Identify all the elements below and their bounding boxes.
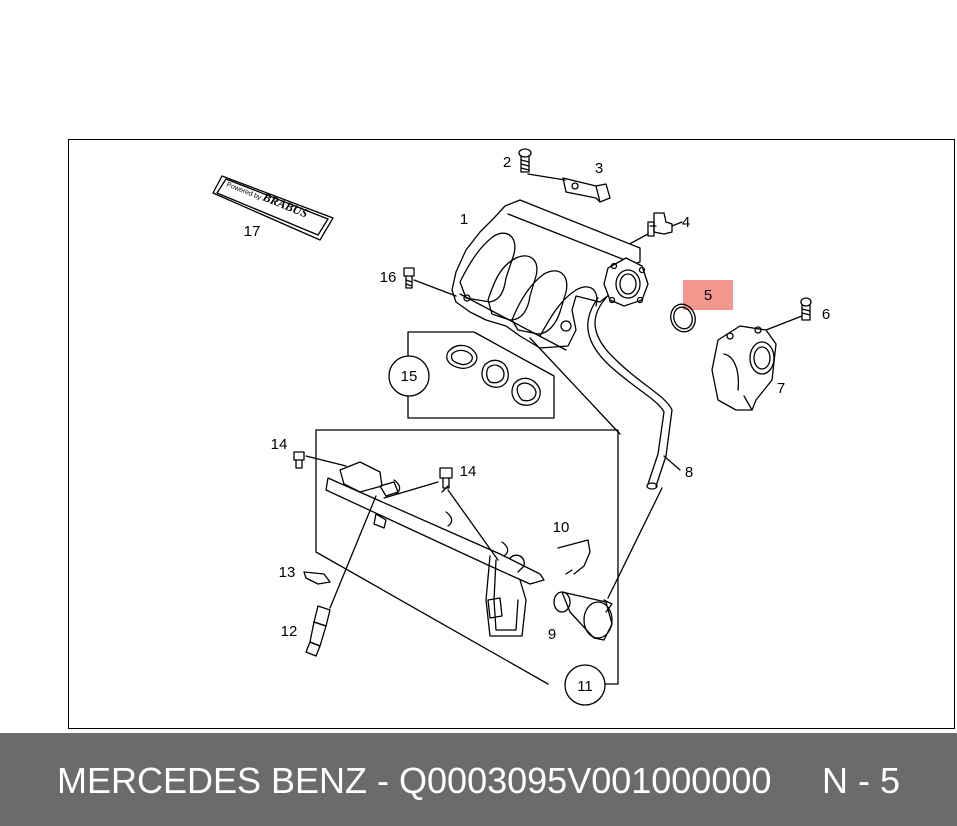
callout-6[interactable]: 6 bbox=[822, 306, 830, 323]
callout-11-circle bbox=[564, 664, 606, 706]
callout-10[interactable]: 10 bbox=[553, 519, 570, 536]
part-8-vacuum-hose bbox=[587, 297, 681, 490]
parts-diagram: Powered by BRABUS 2 3 1 4 17 16 5 6 15 7… bbox=[212, 148, 830, 706]
part-7-throttle-body bbox=[711, 325, 777, 411]
callout-1[interactable]: 1 bbox=[460, 211, 468, 228]
highlighted-part-marker bbox=[683, 280, 733, 310]
part-3-bracket bbox=[562, 177, 611, 203]
part-14-screw-b bbox=[439, 467, 453, 489]
callout-2[interactable]: 2 bbox=[503, 154, 511, 171]
part-16-bolt bbox=[403, 267, 415, 289]
callout-8[interactable]: 8 bbox=[685, 464, 693, 481]
callout-15-circle bbox=[388, 355, 430, 397]
part-1-intake-manifold bbox=[451, 199, 649, 351]
part-2-screw bbox=[518, 148, 532, 173]
callout-16[interactable]: 16 bbox=[380, 269, 397, 286]
callout-9[interactable]: 9 bbox=[548, 626, 556, 643]
part-5-gasket-ring bbox=[670, 303, 696, 333]
part-14-screw-a bbox=[293, 451, 305, 469]
callout-11[interactable]: 11 bbox=[577, 678, 593, 695]
part-4-sensor bbox=[647, 212, 673, 237]
part-6-screw bbox=[800, 297, 812, 321]
callout-13[interactable]: 13 bbox=[279, 564, 296, 581]
callout-12[interactable]: 12 bbox=[281, 623, 298, 640]
callout-4[interactable]: 4 bbox=[682, 214, 690, 231]
footer-bar bbox=[0, 733, 957, 826]
callout-5[interactable]: 5 bbox=[704, 287, 712, 304]
callout-7[interactable]: 7 bbox=[777, 380, 785, 397]
part-10-seal bbox=[557, 539, 591, 575]
callout-3[interactable]: 3 bbox=[595, 160, 603, 177]
callout-17[interactable]: 17 bbox=[244, 223, 261, 240]
part-12-fuel-injector bbox=[305, 495, 377, 657]
part-15-gasket-set bbox=[407, 331, 555, 419]
footer-page-ref: N - 5 bbox=[822, 760, 901, 801]
part-9-pressure-regulator bbox=[553, 487, 663, 641]
callout-14a[interactable]: 14 bbox=[271, 436, 288, 453]
part-13-clip bbox=[303, 571, 331, 585]
callout-14b[interactable]: 14 bbox=[460, 463, 477, 480]
callout-15[interactable]: 15 bbox=[401, 368, 418, 385]
footer-part-number: MERCEDES BENZ - Q0003095V001000000 bbox=[57, 760, 772, 801]
brabus-badge bbox=[212, 175, 334, 241]
